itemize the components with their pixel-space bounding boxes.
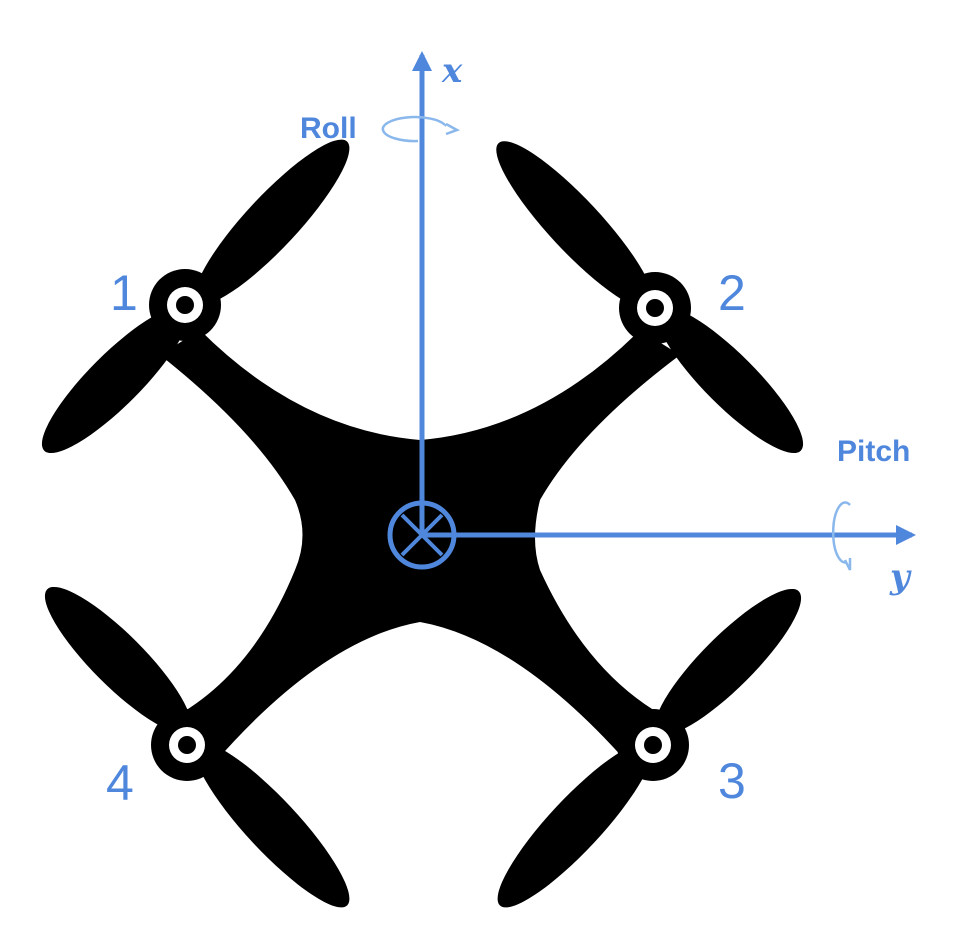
axes: [387, 51, 916, 570]
propeller-blade-3a: [654, 588, 802, 736]
roll-rotation-icon: [381, 115, 461, 143]
pitch-label: Pitch: [837, 435, 910, 468]
motor-hub-3: [617, 709, 689, 781]
motor-label-3: 3: [718, 753, 746, 809]
propeller-blade-2a: [496, 141, 654, 309]
motor-label-1: 1: [110, 265, 138, 321]
origin-circle: [387, 500, 457, 570]
propeller-blade-1a: [194, 139, 350, 305]
pitch-rotation-icon: [831, 501, 852, 571]
motor-hubs: [149, 269, 691, 781]
drone-frame: [160, 330, 680, 768]
y-axis-label: y: [889, 557, 912, 597]
origin-cross-b: [400, 513, 444, 557]
roll-label: Roll: [300, 112, 357, 145]
motor-hub-1: [149, 269, 221, 341]
propeller-blade-4b: [194, 742, 350, 908]
propeller-blade-4a: [44, 586, 192, 734]
propeller-blade-1b: [41, 306, 189, 454]
propellers: [41, 139, 804, 908]
motor-label-2: 2: [718, 265, 746, 321]
propeller-blade-2b: [656, 306, 804, 454]
motor-hub-4: [151, 709, 223, 781]
motor-hub-2: [619, 272, 691, 344]
x-axis-label: x: [441, 51, 463, 91]
motor-label-4: 4: [106, 755, 134, 811]
propeller-blade-3b: [497, 742, 653, 908]
